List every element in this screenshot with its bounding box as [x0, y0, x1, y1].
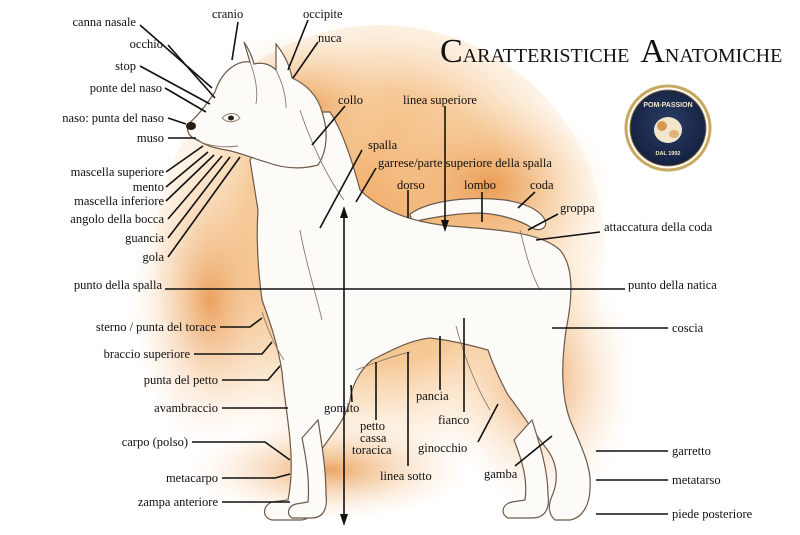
arrowheads [340, 206, 449, 526]
right-labels: punto della natica coscia garretto metat… [628, 278, 753, 521]
label-lombo: lombo [464, 178, 496, 192]
label-dorso: dorso [397, 178, 425, 192]
label-sterno: sterno / punta del torace [96, 320, 217, 334]
label-cranio: cranio [212, 7, 243, 21]
label-carpo: carpo (polso) [122, 435, 188, 449]
label-mento: mento [133, 180, 164, 194]
label-occipite: occipite [303, 7, 343, 21]
label-linea-sotto: linea sotto [380, 469, 432, 483]
label-muso: muso [137, 131, 164, 145]
label-spalla: spalla [368, 138, 398, 152]
label-gola: gola [142, 250, 164, 264]
label-metacarpo: metacarpo [166, 471, 218, 485]
label-piede-posteriore: piede posteriore [672, 507, 753, 521]
left-labels: canna nasale occhio stop ponte del naso … [62, 15, 218, 509]
label-zampa-anteriore: zampa anteriore [138, 495, 219, 509]
label-mascella-inferiore: mascella inferiore [74, 194, 164, 208]
label-gamba: gamba [484, 467, 518, 481]
label-ponte-del-naso: ponte del naso [90, 81, 162, 95]
title-word-2: NATOMICHE [665, 45, 782, 67]
label-toracica: toracica [352, 443, 392, 457]
label-braccio-superiore: braccio superiore [104, 347, 191, 361]
dog-illustration [186, 41, 591, 521]
title-word-1: ARATTERISTICHE [463, 45, 630, 67]
logo-text-bottom: DAL 1992 [656, 151, 681, 157]
label-guancia: guancia [125, 231, 164, 245]
label-ginocchio: ginocchio [418, 441, 467, 455]
logo-text-top: POM-PASSION [643, 102, 692, 109]
label-angolo-della-bocca: angolo della bocca [70, 212, 164, 226]
top-labels: cranio occipite nuca collo linea superio… [212, 7, 713, 234]
label-garrese: garrese/parte superiore della spalla [378, 156, 552, 170]
label-cassa: cassa [360, 431, 387, 445]
label-attaccatura-della-coda: attaccatura della coda [604, 220, 713, 234]
label-fianco: fianco [438, 413, 469, 427]
label-coscia: coscia [672, 321, 704, 335]
label-collo: collo [338, 93, 363, 107]
pom-passion-logo: POM-PASSION DAL 1992 [624, 84, 712, 172]
label-petto: petto [360, 419, 385, 433]
label-canna-nasale: canna nasale [72, 15, 136, 29]
label-garretto: garretto [672, 444, 711, 458]
diagram-title: CARATTERISTICHE ANATOMICHE [440, 33, 782, 70]
label-punto-della-spalla: punto della spalla [74, 278, 163, 292]
title-initial-2: A [640, 33, 665, 70]
label-metatarso: metatarso [672, 473, 721, 487]
label-nuca: nuca [318, 31, 342, 45]
label-punto-della-natica: punto della natica [628, 278, 717, 292]
label-punta-del-petto: punta del petto [144, 373, 218, 387]
title-initial-1: C [440, 33, 463, 70]
label-gomito: gomito [324, 401, 359, 415]
label-linea-superiore: linea superiore [403, 93, 477, 107]
label-mascella-superiore: mascella superiore [71, 165, 165, 179]
label-groppa: groppa [560, 201, 595, 215]
label-pancia: pancia [416, 389, 449, 403]
label-avambraccio: avambraccio [154, 401, 218, 415]
label-occhio: occhio [130, 37, 163, 51]
leader-lines [139, 19, 668, 522]
label-coda: coda [530, 178, 554, 192]
bottom-labels: gomito petto cassa toracica pancia fianc… [324, 389, 518, 483]
label-stop: stop [115, 59, 136, 73]
label-naso-punta: naso: punta del naso [62, 111, 164, 125]
